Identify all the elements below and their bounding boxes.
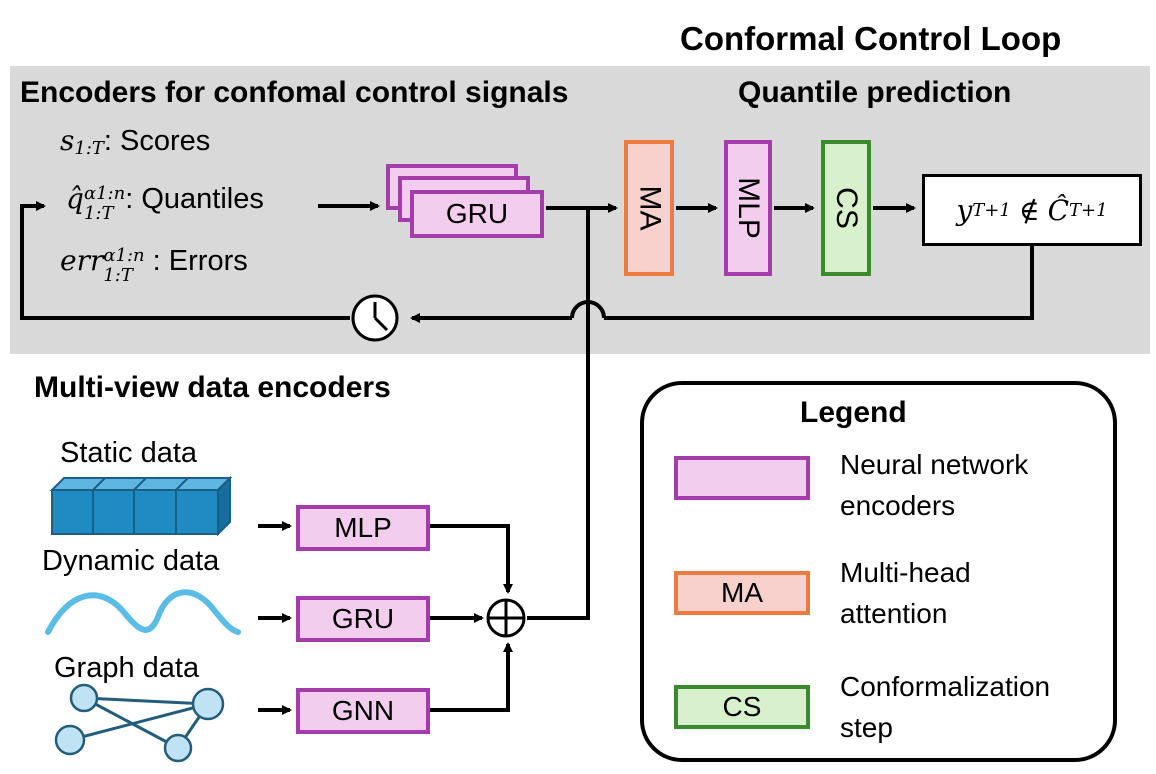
graph-gnn-label: GNN <box>331 695 395 726</box>
circle-plus-icon <box>486 598 526 638</box>
output-relation: ∉ <box>1018 193 1040 227</box>
legend-ma-swatch-label: MA <box>721 577 763 608</box>
quantile-heading: Quantile prediction <box>738 76 1012 109</box>
cs-block: CS <box>821 140 871 276</box>
feedback-clock-to-signals <box>20 201 350 320</box>
errors-superscript: α1:n <box>103 244 145 266</box>
quantiles-subscript: 1:T <box>83 202 114 224</box>
gru-encoder-top-label: GRU <box>445 198 509 229</box>
legend-cs-swatch: CS <box>674 685 810 729</box>
static-data-label: Static data <box>60 437 198 469</box>
errors-subscript: 1:T <box>103 264 133 286</box>
dynamic-gru-encoder: GRU <box>296 596 430 642</box>
encoders-heading: Encoders for confomal control signals <box>20 76 569 109</box>
errors-label: : Errors <box>144 245 248 277</box>
wave-icon <box>45 589 241 635</box>
static-mlp-label: MLP <box>334 512 392 543</box>
legend-cs-swatch-label: CS <box>722 691 762 722</box>
output-c: Ĉ <box>1047 193 1069 227</box>
feedback-output-to-clock <box>412 246 1034 318</box>
signal-scores: s1:T: Scores <box>60 124 210 159</box>
cube-array-icon <box>49 475 233 537</box>
gru-encoder-top: GRU <box>410 190 544 238</box>
legend-nn-line-1: Neural network <box>840 449 1029 480</box>
legend-cs-text: Conformalization step <box>840 666 1050 748</box>
legend-nn-line-2: encoders <box>840 490 956 521</box>
multiview-heading: Multi-view data encoders <box>34 371 391 404</box>
graph-data-label: Graph data <box>54 652 200 684</box>
errors-symbol: err <box>60 244 104 277</box>
ma-block: MA <box>624 140 674 276</box>
legend-cs-line-2: step <box>840 712 893 743</box>
legend-panel <box>640 381 1117 762</box>
arrow-gnn-to-sum <box>430 642 513 712</box>
scores-subscript: 1:T <box>74 138 104 160</box>
dynamic-gru-label: GRU <box>331 603 395 634</box>
quantiles-superscript: α1:n <box>83 182 126 204</box>
legend-nn-text: Neural network encoders <box>840 444 1028 526</box>
output-y-sub: T+1 <box>972 199 1011 221</box>
legend-ma-text: Multi-head attention <box>840 552 971 634</box>
static-mlp-encoder: MLP <box>296 505 430 551</box>
mlp-block: MLP <box>724 140 772 276</box>
dynamic-data-label: Dynamic data <box>42 545 220 577</box>
legend-title: Legend <box>800 396 907 429</box>
scores-label: : Scores <box>103 125 211 157</box>
output-y: y <box>956 193 973 227</box>
quantiles-label: : Quantiles <box>125 183 264 215</box>
clock-icon <box>351 294 399 342</box>
quantiles-symbol: q̂ <box>66 182 84 215</box>
output-c-sub: T+1 <box>1069 199 1108 221</box>
arrow-mlp-to-sum <box>430 524 513 594</box>
legend-ma-line-1: Multi-head <box>840 557 971 588</box>
legend-ma-swatch: MA <box>674 571 810 615</box>
legend-cs-line-1: Conformalization <box>840 671 1051 702</box>
scores-symbol: s <box>60 124 75 157</box>
diagram-title: Conformal Control Loop <box>680 20 1062 57</box>
graph-icon <box>54 683 225 763</box>
legend-ma-line-2: attention <box>840 598 948 629</box>
graph-gnn-encoder: GNN <box>296 688 430 734</box>
fusion-to-ma-path <box>527 208 590 620</box>
legend-nn-swatch <box>674 456 810 500</box>
